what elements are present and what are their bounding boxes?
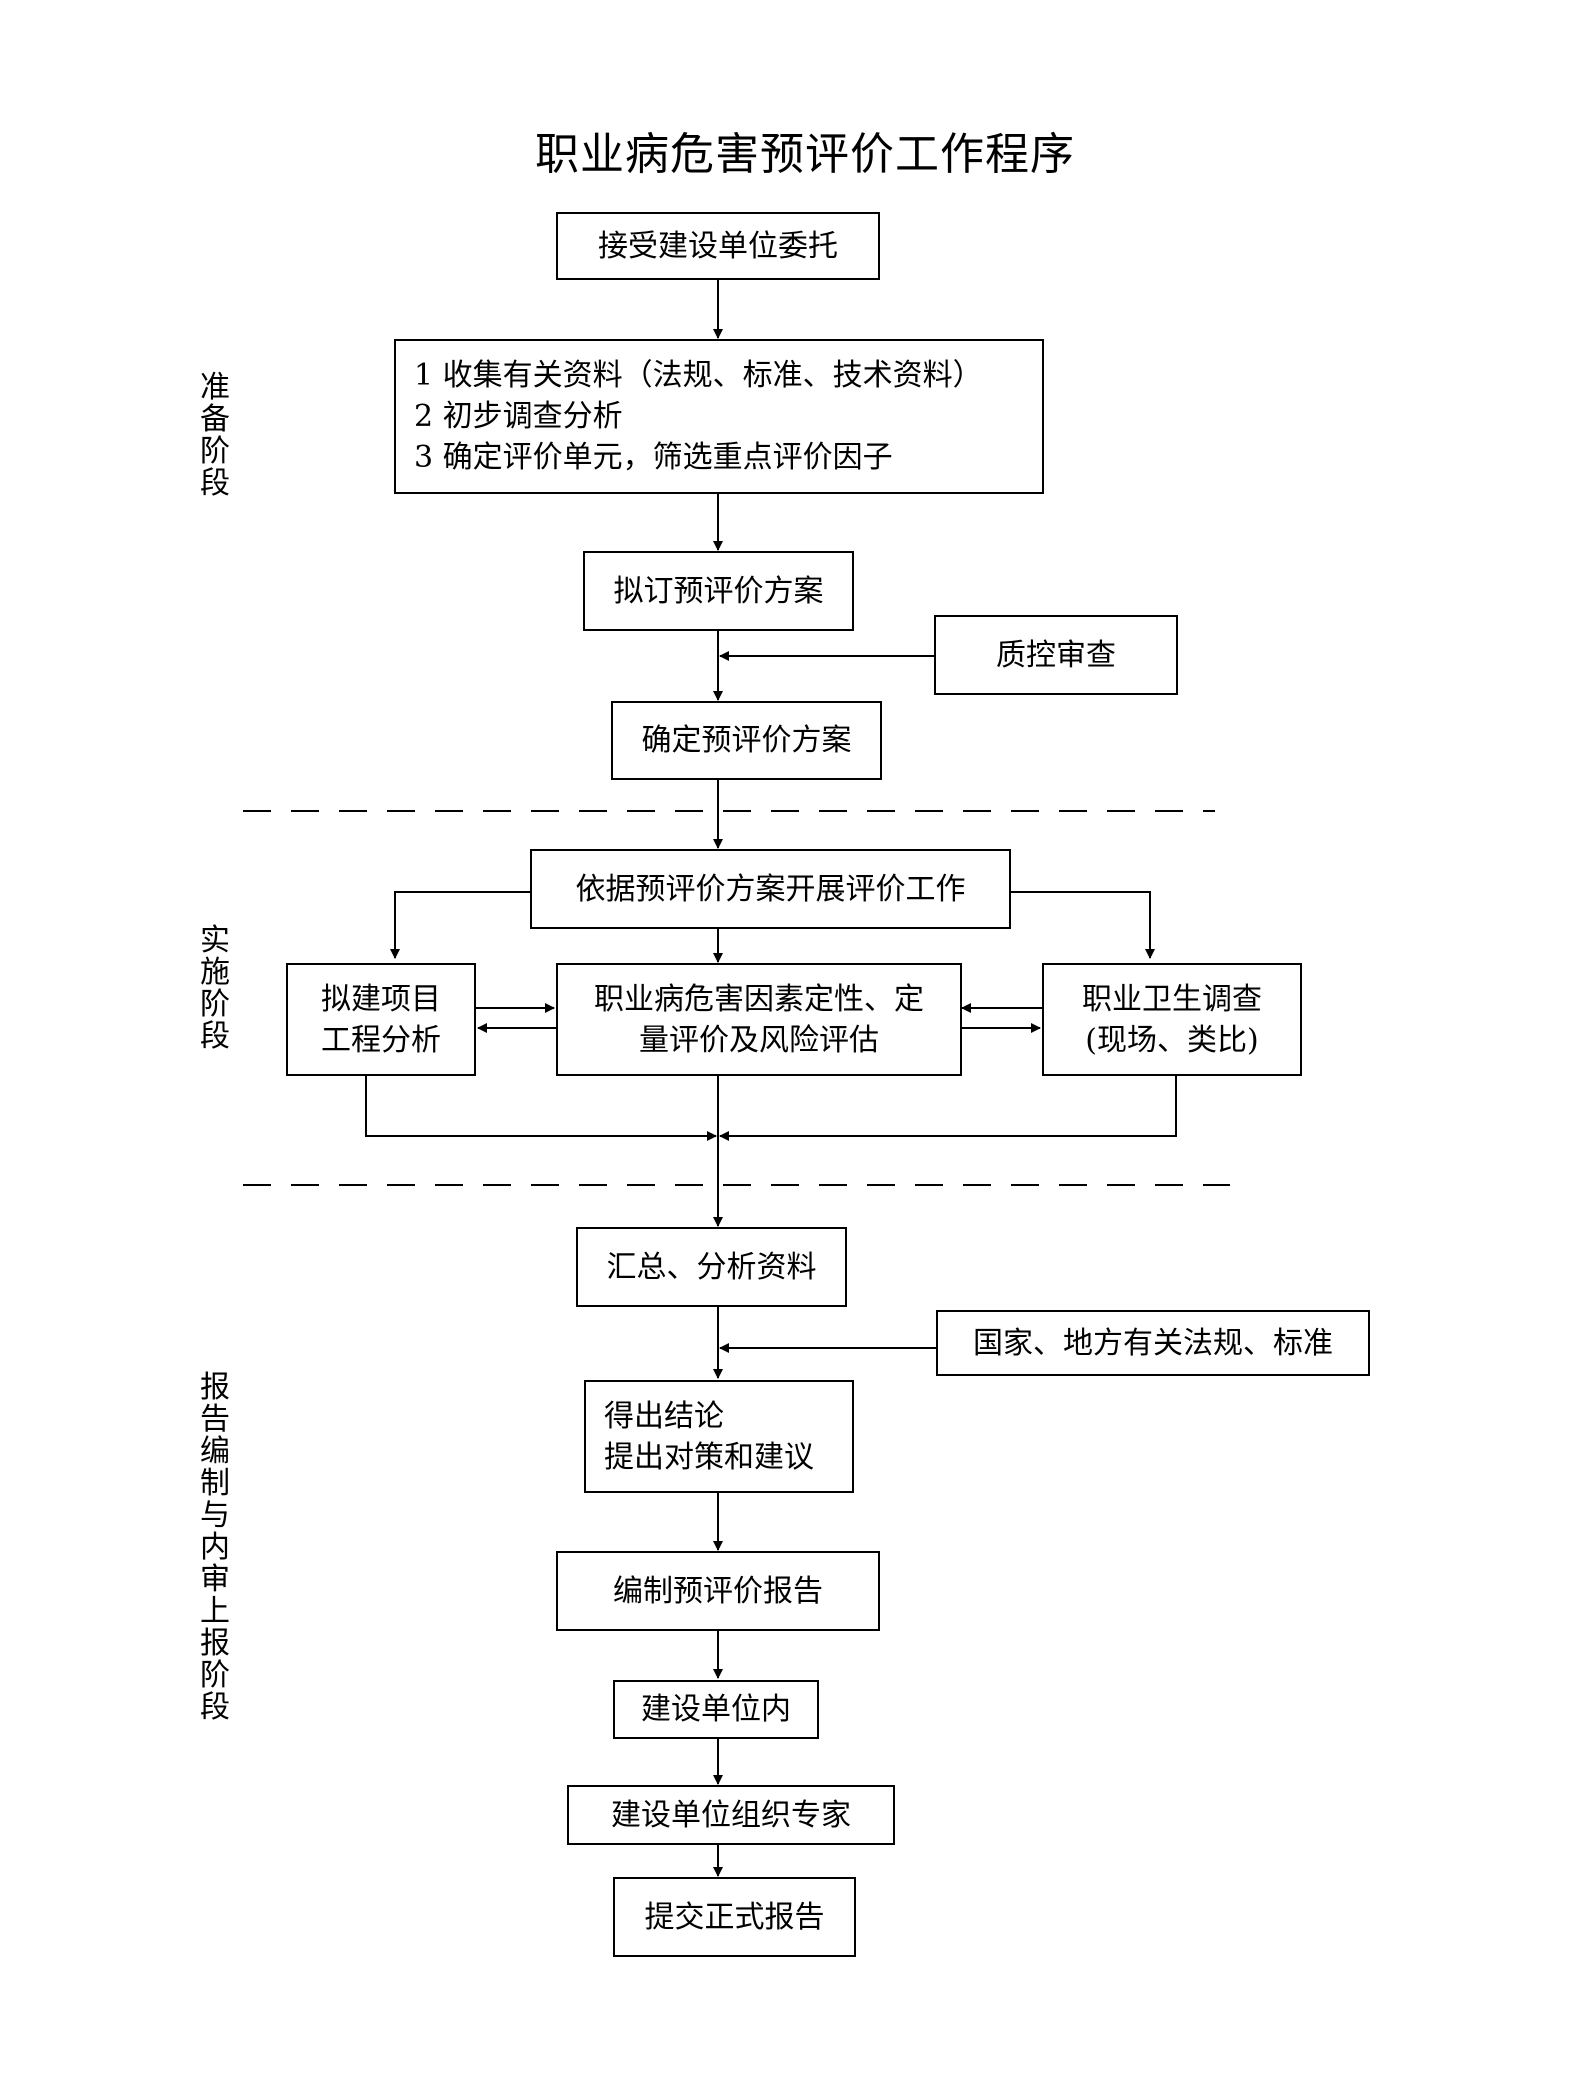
box-regulations-text: 国家、地方有关法规、标准: [973, 1325, 1333, 1361]
box-regulations: 国家、地方有关法规、标准: [936, 1310, 1370, 1376]
box-qc-review-text: 质控审查: [996, 637, 1116, 673]
box-draft-plan: 拟订预评价方案: [583, 551, 854, 631]
survey-line-2: (现场、类比): [1085, 1022, 1259, 1058]
box-draft-plan-text: 拟订预评价方案: [613, 573, 824, 609]
box-conclusion: 得出结论 提出对策和建议: [584, 1380, 854, 1493]
box-summarize-data-text: 汇总、分析资料: [606, 1249, 817, 1285]
project-analysis-line-1: 拟建项目: [321, 981, 441, 1017]
box-write-report-text: 编制预评价报告: [613, 1573, 823, 1609]
conclusion-line-1: 得出结论: [604, 1398, 724, 1434]
box-qc-review: 质控审查: [934, 615, 1178, 695]
box-collect-materials: 1 收集有关资料（法规、标准、技术资料） 2 初步调查分析 3 确定评价单元，筛…: [394, 339, 1044, 494]
stage-label-implementation: 实施阶段: [200, 923, 230, 1054]
survey-line-1: 职业卫生调查: [1082, 981, 1262, 1017]
conclusion-line-2: 提出对策和建议: [604, 1439, 814, 1475]
collect-line-2: 2 初步调查分析: [414, 399, 623, 434]
box-carry-out-evaluation: 依据预评价方案开展评价工作: [530, 849, 1011, 929]
box-submit-report-text: 提交正式报告: [644, 1899, 825, 1935]
arrow-to-project-analysis: [390, 891, 530, 959]
hazard-evaluation-line-2: 量评价及风险评估: [639, 1022, 879, 1058]
box-confirm-plan-text: 确定预评价方案: [641, 723, 852, 758]
page-title: 职业病危害预评价工作程序: [535, 129, 1075, 180]
box-submit-report: 提交正式报告: [613, 1877, 856, 1957]
box-accept-commission: 接受建设单位委托: [556, 212, 880, 280]
box-hazard-evaluation: 职业病危害因素定性、定 量评价及风险评估: [556, 963, 962, 1076]
box-project-analysis: 拟建项目 工程分析: [286, 963, 476, 1076]
project-analysis-line-2: 工程分析: [321, 1022, 441, 1058]
stage-label-prep: 准备阶段: [200, 370, 230, 501]
arrow-to-survey: [1010, 891, 1155, 959]
box-confirm-plan: 确定预评价方案: [611, 701, 882, 780]
box-accept-commission-text: 接受建设单位委托: [598, 228, 838, 264]
collect-line-1: 1 收集有关资料（法规、标准、技术资料）: [414, 358, 983, 393]
box-summarize-data: 汇总、分析资料: [576, 1227, 847, 1307]
hazard-evaluation-line-1: 职业病危害因素定性、定: [594, 981, 924, 1017]
box-write-report: 编制预评价报告: [556, 1551, 880, 1631]
box-internal-review: 建设单位内: [613, 1680, 819, 1739]
stage-label-report: 报告编制与内审上报阶段: [200, 1370, 230, 1725]
box-expert-review: 建设单位组织专家: [567, 1785, 895, 1845]
box-internal-review-text: 建设单位内: [641, 1692, 791, 1727]
collect-line-3: 3 确定评价单元，筛选重点评价因子: [414, 440, 893, 475]
box-carry-out-evaluation-text: 依据预评价方案开展评价工作: [575, 871, 966, 907]
box-occupational-survey: 职业卫生调查 (现场、类比): [1042, 963, 1302, 1076]
merge-line-left: [365, 1074, 717, 1141]
box-expert-review-text: 建设单位组织专家: [611, 1797, 851, 1833]
merge-line-right: [719, 1074, 1177, 1141]
